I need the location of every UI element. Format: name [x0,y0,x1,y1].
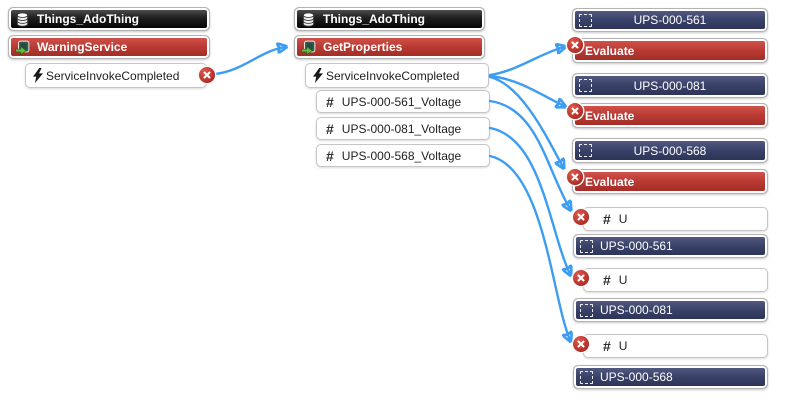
hash-icon: # [603,211,611,227]
entity-node-ups-081-bottom[interactable]: UPS-000-081 [573,298,768,322]
node-label: U [618,212,628,226]
hash-icon: # [326,120,334,137]
node-label: UPS-000-081 [600,303,673,317]
dashed-square-icon [579,13,592,27]
property-node-u-1[interactable]: # U [583,207,768,231]
node-label: Things_AdoThing [37,12,139,26]
remove-x-icon [577,213,585,221]
connection-curve [488,74,564,106]
error-badge-evaluate-1[interactable] [567,37,583,53]
node-label: Evaluate [585,43,635,58]
node-label: UPS-000-568_Voltage [341,148,462,163]
dashed-square-icon [580,370,593,384]
node-label: WarningService [37,40,128,54]
connection-curve [488,99,570,209]
node-label: UPS-000-568 [633,143,707,158]
connection-curve [488,126,570,274]
service-node-warningservice[interactable]: WarningService [8,35,210,59]
entity-node-ups-568-top[interactable]: UPS-000-568 [572,138,768,163]
remove-x-icon [577,340,585,348]
property-node-voltage-081[interactable]: # UPS-000-081_Voltage [316,117,490,140]
node-label: Evaluate [585,108,635,123]
node-label: Evaluate [585,174,635,189]
hash-icon: # [603,338,611,354]
dashed-square-icon [579,144,592,157]
entity-node-ups-561-bottom[interactable]: UPS-000-561 [573,234,768,258]
connection-curve [213,47,285,76]
event-node-serviceinvokecompleted-mid[interactable]: ServiceInvokeCompleted [305,63,489,88]
node-label: UPS-000-568 [600,370,673,384]
error-badge-u-3[interactable] [573,336,589,352]
error-badge-evaluate-3[interactable] [567,169,583,185]
service-arrow-icon [301,40,316,55]
lightning-icon [312,68,324,83]
node-label: U [618,273,628,287]
service-node-evaluate-3[interactable]: Evaluate [572,169,768,194]
remove-x-icon [571,41,579,49]
service-node-evaluate-2[interactable]: Evaluate [572,103,768,128]
node-label: GetProperties [323,40,403,54]
property-node-u-2[interactable]: # U [583,268,768,292]
event-node-serviceinvokecompleted-left[interactable]: ServiceInvokeCompleted [25,63,207,88]
database-icon [301,11,316,27]
dashed-square-icon [579,79,592,92]
connection-curve [488,154,570,340]
hash-icon: # [326,93,334,110]
property-node-voltage-568[interactable]: # UPS-000-568_Voltage [316,144,490,167]
error-badge-evaluate-2[interactable] [567,103,583,119]
service-node-evaluate-1[interactable]: Evaluate [572,38,768,63]
dashed-square-icon [580,239,593,253]
lightning-icon [32,68,44,83]
error-badge-u-2[interactable] [573,270,589,286]
connection-curve [488,47,564,77]
thing-node-warning[interactable]: Things_AdoThing [8,7,210,31]
database-icon [15,11,30,27]
hash-icon: # [603,272,611,288]
error-badge-u-1[interactable] [573,209,589,225]
node-label: ServiceInvokeCompleted [326,68,460,83]
entity-node-ups-568-bottom[interactable]: UPS-000-568 [573,365,768,389]
remove-x-icon [571,107,579,115]
remove-x-icon [577,274,585,282]
node-label: UPS-000-081 [633,78,707,93]
connection-curve [488,75,563,167]
dashed-square-icon [580,303,593,317]
node-label: UPS-000-081_Voltage [341,121,462,136]
node-label: UPS-000-561_Voltage [341,94,462,109]
service-node-getproperties[interactable]: GetProperties [294,35,485,59]
entity-node-ups-561-top[interactable]: UPS-000-561 [572,8,768,32]
thing-node-getproperties[interactable]: Things_AdoThing [294,7,485,31]
entity-node-ups-081-top[interactable]: UPS-000-081 [572,73,768,98]
service-arrow-icon [15,40,30,55]
hash-icon: # [326,147,334,164]
property-node-u-3[interactable]: # U [583,334,768,358]
error-badge-left-event[interactable] [199,67,215,83]
remove-x-icon [203,71,211,79]
node-label: Things_AdoThing [323,12,425,26]
node-label: UPS-000-561 [633,13,707,27]
node-label: U [618,339,628,353]
node-label: ServiceInvokeCompleted [46,68,180,83]
remove-x-icon [571,173,579,181]
property-node-voltage-561[interactable]: # UPS-000-561_Voltage [316,90,490,113]
node-label: UPS-000-561 [600,239,673,253]
